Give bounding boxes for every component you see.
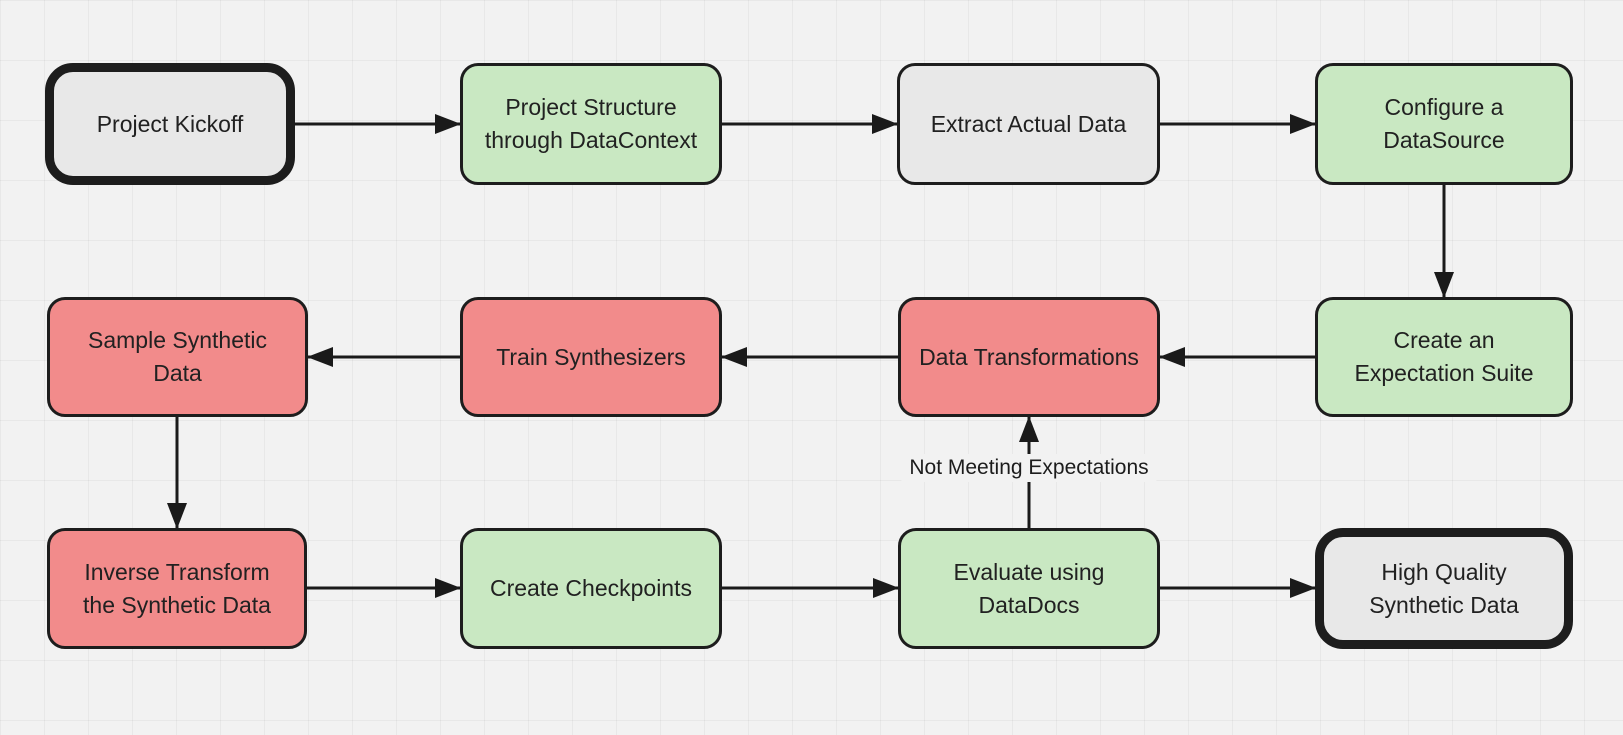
node-train-synthesizers: Train Synthesizers [460, 297, 722, 417]
node-label: Create an Expectation Suite [1354, 327, 1534, 386]
edge-label-not-meeting-expectations: Not Meeting Expectations [901, 454, 1157, 482]
node-evaluate-datadocs: Evaluate using DataDocs [898, 528, 1160, 649]
node-label: Configure a DataSource [1383, 94, 1505, 153]
node-sample-synthetic-data: Sample Synthetic Data [47, 297, 308, 417]
node-project-structure: Project Structure through DataContext [460, 63, 722, 185]
node-high-quality-synthetic-data: High Quality Synthetic Data [1315, 528, 1573, 649]
node-create-expectation-suite: Create an Expectation Suite [1315, 297, 1573, 417]
node-label: Data Transformations [919, 343, 1139, 370]
node-extract-actual-data: Extract Actual Data [897, 63, 1160, 185]
node-label: Project Kickoff [96, 110, 244, 137]
node-label: Project Structure through DataContext [484, 94, 698, 153]
node-inverse-transform: Inverse Transform the Synthetic Data [47, 528, 307, 649]
node-project-kickoff: Project Kickoff [45, 63, 295, 185]
node-label: Sample Synthetic Data [88, 327, 267, 386]
node-configure-datasource: Configure a DataSource [1315, 63, 1573, 185]
node-label: High Quality Synthetic Data [1369, 558, 1519, 618]
node-label: Train Synthesizers [496, 343, 686, 370]
node-data-transformations: Data Transformations [898, 297, 1160, 417]
node-label: Create Checkpoints [490, 575, 692, 602]
node-label: Evaluate using DataDocs [953, 558, 1105, 618]
node-label: Extract Actual Data [930, 110, 1127, 137]
node-create-checkpoints: Create Checkpoints [460, 528, 722, 649]
node-label: Inverse Transform the Synthetic Data [83, 558, 271, 618]
